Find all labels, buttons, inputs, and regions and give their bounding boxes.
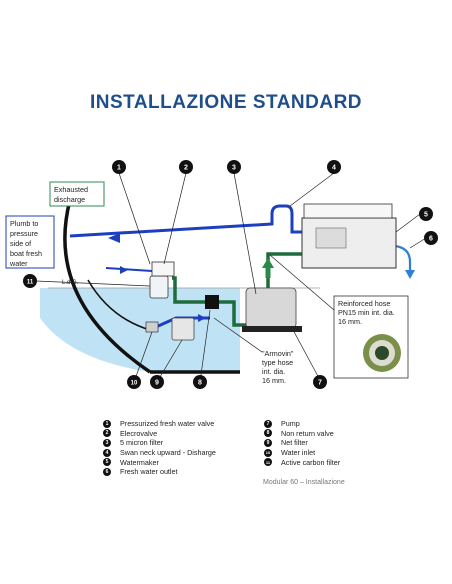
legend-number: 6 [103, 468, 111, 476]
reinforced-label-line3: 16 mm. [338, 317, 362, 326]
plumb-label-line4: boat fresh [10, 249, 42, 258]
legend-number: 8 [264, 429, 272, 437]
legend-number: 4 [103, 449, 111, 457]
green-up-arrow [262, 258, 274, 268]
outlet-hose [395, 246, 410, 270]
plumb-label-line3: side of [10, 239, 31, 248]
callout-4: 4 [327, 160, 341, 174]
non-return-valve [205, 295, 219, 309]
pump [246, 288, 296, 328]
legend-text: Elecrovalve [120, 429, 157, 438]
callout-11-leader [36, 281, 150, 286]
legend-item: 11 Active carbon filter [264, 457, 340, 467]
callout-6-leader [410, 238, 426, 248]
discharge-hose [70, 206, 305, 236]
legend-item: 7 Pump [264, 419, 340, 429]
plumb-label-line5: water [9, 259, 28, 268]
pump-base [242, 326, 302, 332]
legend-text: Active carbon filter [281, 458, 340, 467]
callout-1: 1 [112, 160, 126, 174]
callout-1-leader [119, 173, 150, 264]
callout-3: 3 [227, 160, 241, 174]
outlet-arrow [405, 270, 415, 279]
armovin-label-line4: 16 mm. [262, 376, 286, 385]
legend-number: 2 [103, 429, 111, 437]
legend-item: 1 Pressurized fresh water valve [103, 419, 216, 429]
watermaker-top [304, 204, 392, 218]
exhausted-label-line1: Exhausted [54, 185, 88, 194]
electrovalve [152, 262, 174, 276]
armovin-label-line2: type hose [262, 358, 293, 367]
legend-number: 11 [264, 458, 272, 466]
callout-7-leader [292, 328, 320, 380]
svg-text:7: 7 [318, 380, 322, 387]
callout-7: 7 [313, 375, 327, 389]
legend-text: Fresh water outlet [120, 467, 178, 476]
legend-number: 3 [103, 439, 111, 447]
legend-text: Pump [281, 419, 300, 428]
legend-text: Swan neck upward - Disharge [120, 448, 216, 457]
callout-5-leader [396, 214, 420, 232]
exhausted-label-line2: discharge [54, 195, 85, 204]
callout-5: 5 [419, 207, 433, 221]
armovin-label-line3: int. dia. [262, 367, 285, 376]
legend-item: 9 Net filter [264, 438, 340, 448]
legend-text: Pressurized fresh water valve [120, 419, 214, 428]
callout-11: 11 [23, 274, 37, 288]
svg-text:1: 1 [117, 165, 121, 172]
armovin-label-line1: "Armovin" [262, 349, 294, 358]
svg-text:8: 8 [198, 380, 202, 387]
reinforced-label-line2: PN15 min int. dia. [338, 308, 395, 317]
legend-item: 5 Watermaker [103, 457, 216, 467]
net-filter [172, 318, 194, 340]
legend-text: Net filter [281, 438, 308, 447]
legend-number: 9 [264, 439, 272, 447]
legend-number: 1 [103, 420, 111, 428]
legend-number: 7 [264, 420, 272, 428]
svg-text:4: 4 [332, 165, 336, 172]
legend-item: 3 5 micron filter [103, 438, 216, 448]
green-arrow-stem [266, 268, 271, 278]
legend-text: Watermaker [120, 458, 159, 467]
reinforced-label-line1: Reinforced hose [338, 299, 390, 308]
svg-text:10: 10 [131, 381, 138, 387]
callout-3-leader [234, 173, 256, 294]
svg-text:2: 2 [184, 165, 188, 172]
micron-filter [150, 276, 168, 298]
legend-number: 10 [264, 449, 272, 457]
legend-item: 10 Water inlet [264, 448, 340, 458]
legend-item: 4 Swan neck upward - Disharge [103, 448, 216, 458]
watermaker-panel [316, 228, 346, 248]
fresh-supply-arrow [120, 266, 128, 274]
callout-2-leader [164, 173, 186, 264]
fresh-supply-hose [106, 268, 152, 271]
legend-right: 7 Pump 8 Non return valve 9 Net filter 10 Wa… [264, 419, 340, 467]
legend-item: 6 Fresh water outlet [103, 467, 216, 477]
plumb-label-line2: pressure [10, 229, 38, 238]
svg-text:6: 6 [429, 236, 433, 243]
callout-10: 10 [127, 375, 141, 389]
hose-photo-inner [375, 346, 389, 360]
legend-number: 5 [103, 458, 111, 466]
legend-text: Water inlet [281, 448, 315, 457]
legend-text: 5 micron filter [120, 438, 163, 447]
legend-item: 8 Non return valve [264, 429, 340, 439]
svg-text:11: 11 [27, 280, 34, 286]
callout-2: 2 [179, 160, 193, 174]
callout-6: 6 [424, 231, 438, 245]
callout-4-leader [290, 173, 334, 206]
callout-8: 8 [193, 375, 207, 389]
svg-text:5: 5 [424, 212, 428, 219]
seacock [146, 322, 158, 332]
plumb-label-line1: Plumb to [10, 219, 38, 228]
legend-left: 1 Pressurized fresh water valve 2 Elecrova… [103, 419, 216, 477]
footer-caption: Modular 60 – Installazione [263, 479, 345, 486]
callout-9: 9 [150, 375, 164, 389]
legend-item: 2 Elecrovalve [103, 429, 216, 439]
svg-text:9: 9 [155, 380, 159, 387]
svg-text:3: 3 [232, 165, 236, 172]
legend-text: Non return valve [281, 429, 334, 438]
